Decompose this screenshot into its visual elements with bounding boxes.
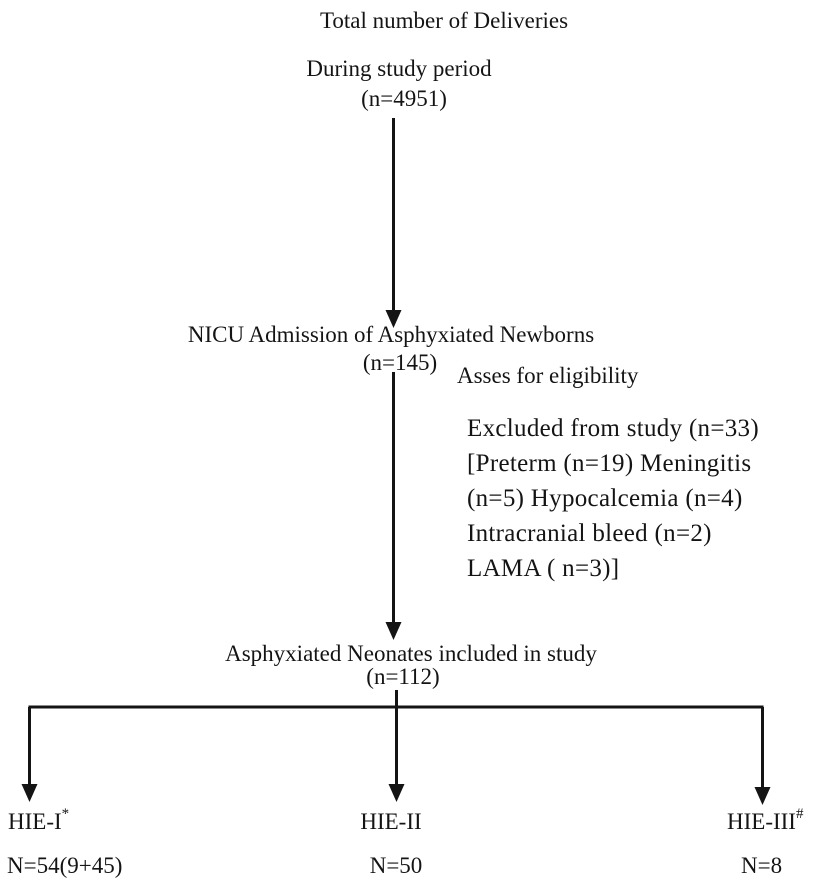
excluded-line: Intracranial bleed (n=2): [467, 520, 712, 547]
deliveries-node-count: (n=4951): [361, 86, 447, 111]
outcome-hie3-text: HIE-III: [727, 809, 796, 834]
arrow-branch-center-head: [388, 784, 405, 802]
outcome-hie2-label: HIE-II: [360, 808, 421, 835]
outcome-hie2-text: HIE-II: [360, 809, 422, 834]
excluded-line: (n=5) Hypocalcemia (n=4): [467, 485, 743, 512]
arrow-branch-left-head: [21, 784, 38, 802]
included-node-label: Asphyxiated Neonates included in study: [225, 641, 597, 666]
nicu-node-label: NICU Admission of Asphyxiated Newborns: [187, 322, 595, 347]
excluded-line: Excluded from study (n=33): [467, 415, 759, 442]
outcome-hie1-count: N=54(9+45): [7, 853, 123, 878]
deliveries-node-label: During study period: [306, 56, 492, 81]
outcome-hie1-text: HIE-I: [8, 809, 62, 834]
outcome-hie1-label: HIE-I*: [8, 806, 70, 835]
outcome-hie3-label: HIE-III#: [727, 806, 804, 835]
arrow-nicu-to-included-head: [385, 622, 402, 640]
excluded-line: LAMA ( n=3)]: [467, 555, 620, 582]
figure-title: Total number of Deliveries: [319, 8, 569, 33]
outcome-hie3-footnote-marker: #: [795, 806, 804, 823]
outcome-hie3-count: N=8: [741, 853, 783, 878]
arrow-deliveries-to-nicu-head: [385, 310, 402, 328]
nicu-node-count: (n=145): [362, 350, 438, 375]
assess-eligibility-label: Asses for eligibility: [457, 363, 639, 388]
included-node-count: (n=112): [366, 664, 440, 689]
arrow-branch-right-head: [754, 787, 771, 805]
outcome-hie2-count: N=50: [369, 853, 423, 878]
excluded-block: Excluded from study (n=33) [Preterm (n=1…: [467, 411, 759, 586]
excluded-line: [Preterm (n=19) Meningitis: [467, 450, 752, 477]
outcome-hie1-footnote-marker: *: [61, 806, 70, 823]
